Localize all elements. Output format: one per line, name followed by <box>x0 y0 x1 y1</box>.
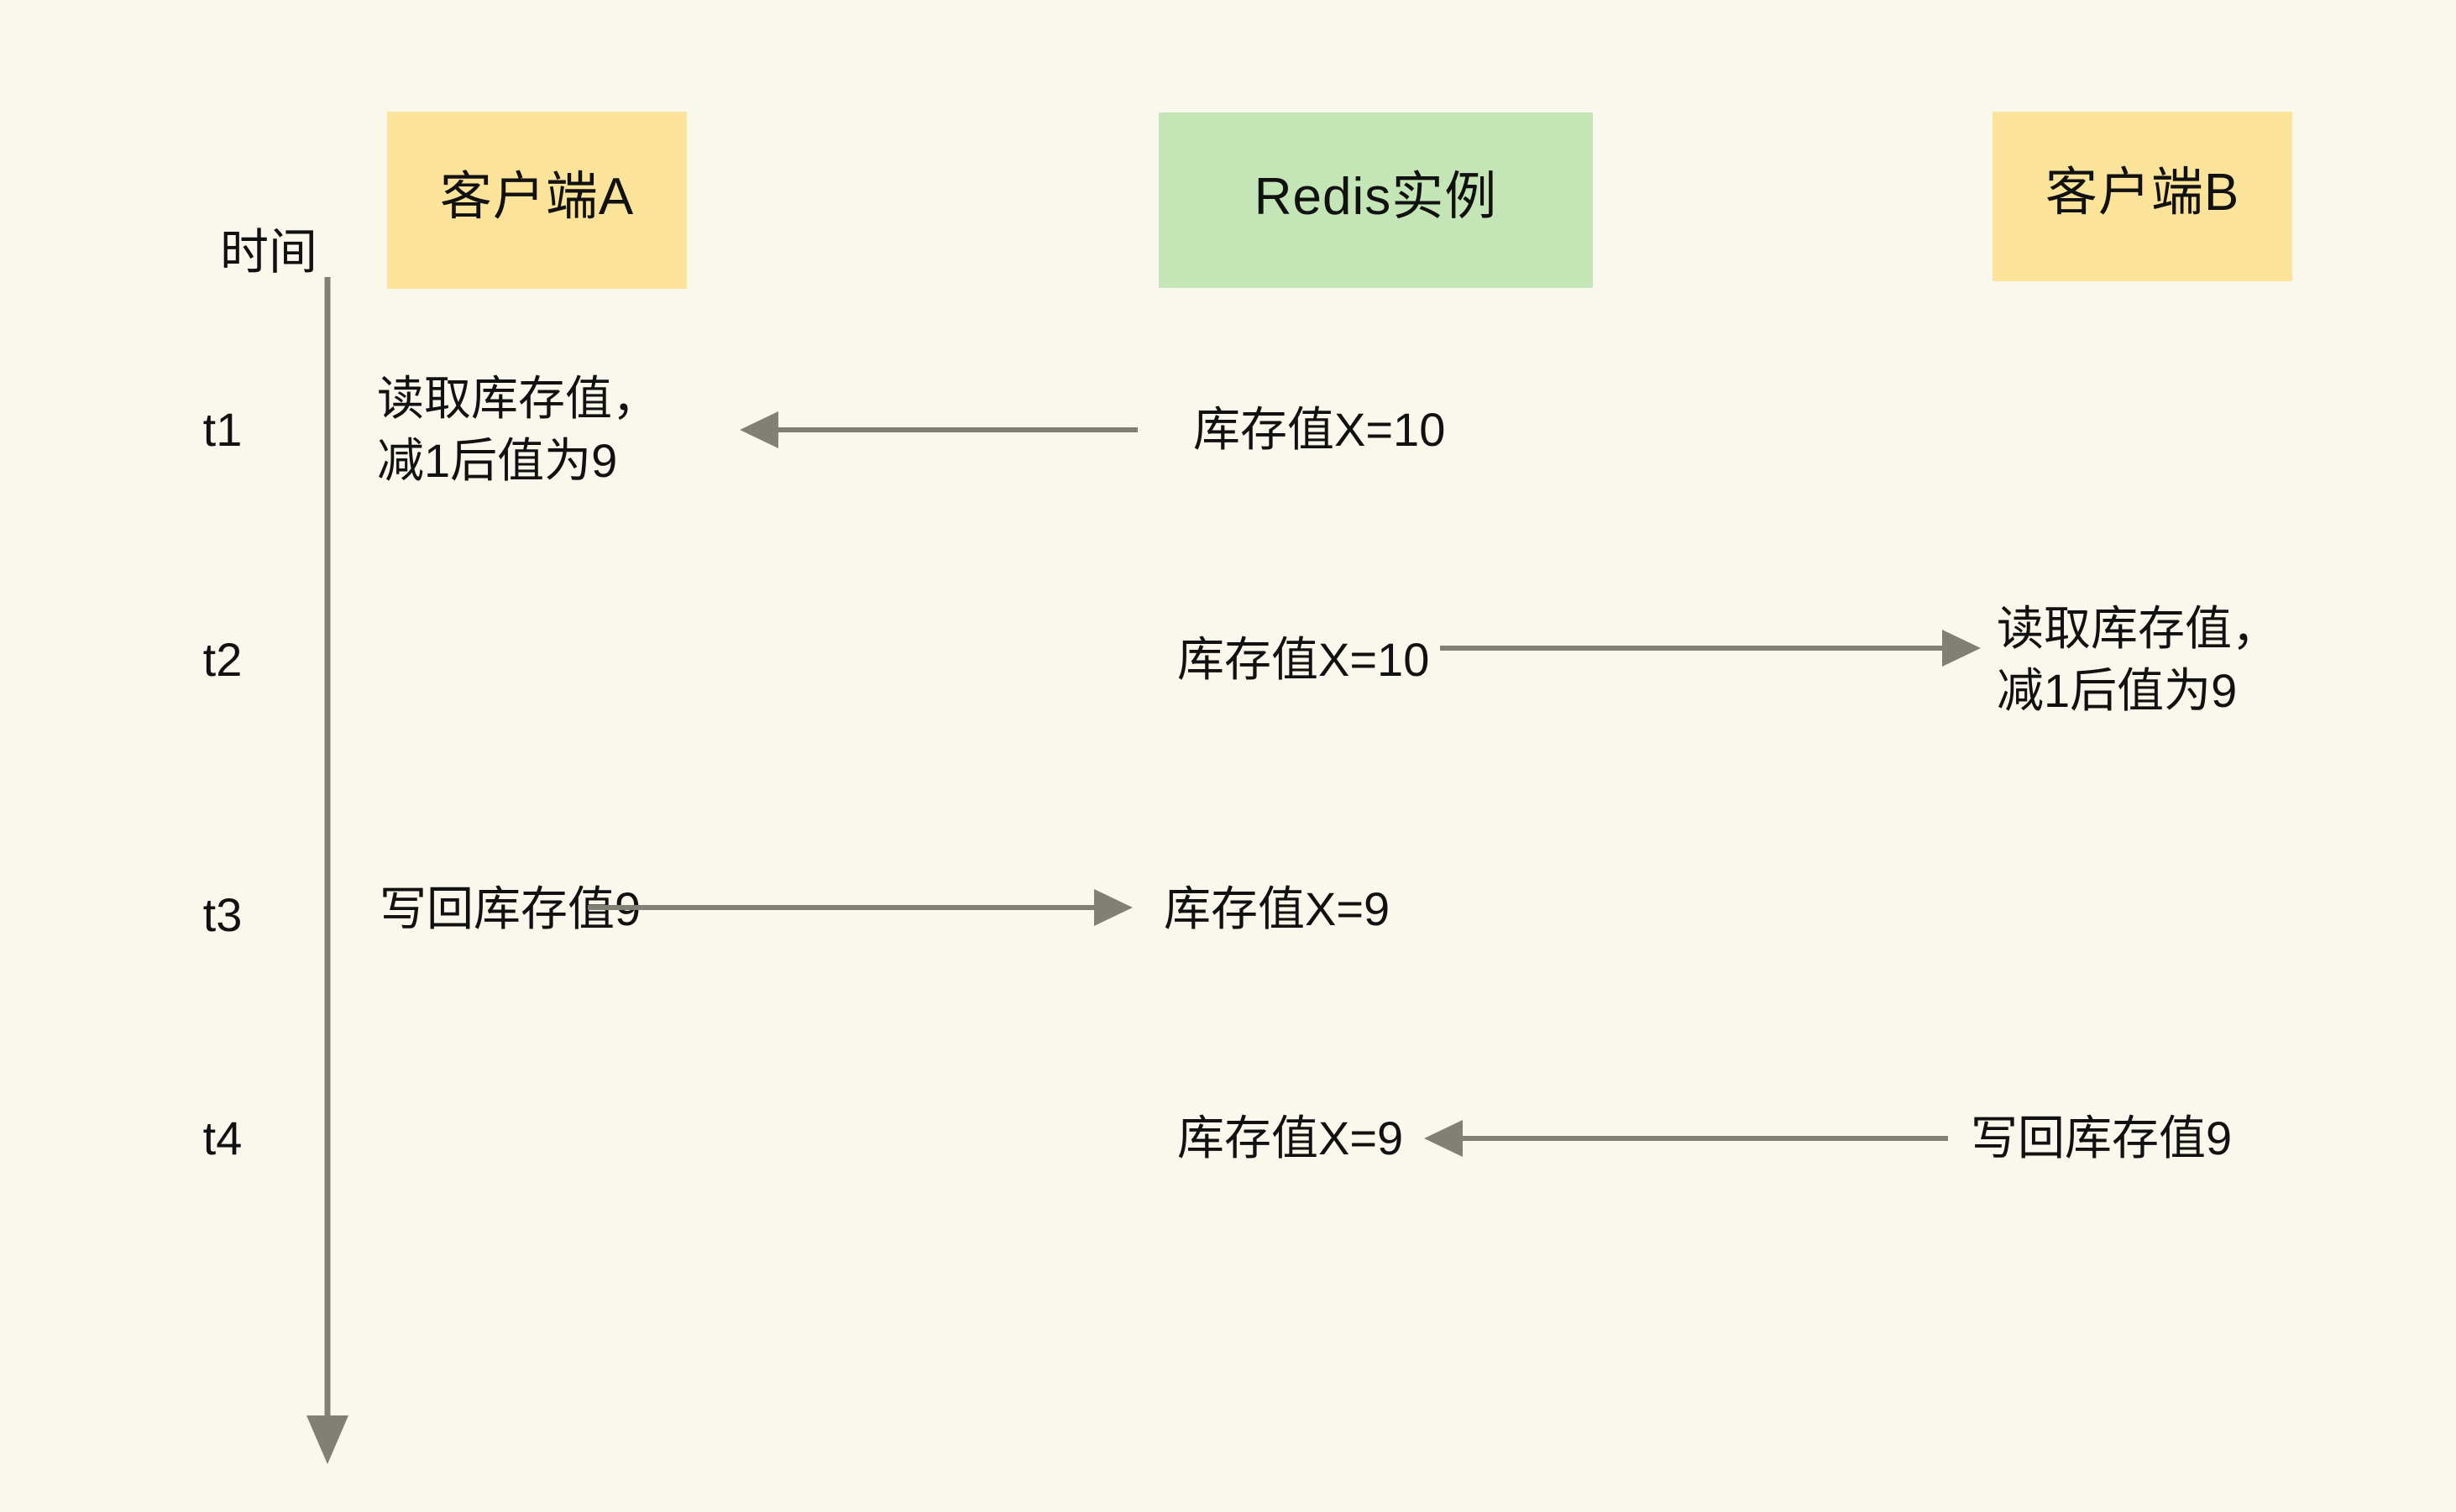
tick-label-t3: t3 <box>202 888 243 941</box>
arrow-redis-to-client-b-t2 <box>1440 630 1981 667</box>
lane-header-client-b: 客户端B <box>1993 112 2292 281</box>
lane-header-client-b-label: 客户端B <box>2045 164 2240 222</box>
lane-header-redis: Redis实例 <box>1159 112 1593 288</box>
time-axis-arrow-icon <box>306 277 348 1464</box>
tick-label-t2: t2 <box>202 633 243 686</box>
message-t1-client-a: 读取库存值， 减1后值为9 <box>377 372 659 487</box>
lane-header-client-a-label: 客户端A <box>439 167 635 226</box>
arrow-client-a-to-redis-t3 <box>588 889 1133 926</box>
message-t2-redis: 库存值X=10 <box>1177 633 1430 687</box>
time-axis-label: 时间 <box>220 225 318 280</box>
message-t4-client-b: 写回库存值9 <box>1971 1112 2233 1165</box>
arrow-redis-to-client-a-t1 <box>740 411 1138 448</box>
tick-label-t4: t4 <box>202 1112 243 1164</box>
arrow-client-b-to-redis-t4 <box>1424 1120 1948 1157</box>
message-t1-redis: 库存值X=10 <box>1193 403 1446 457</box>
message-t2-client-b: 读取库存值， 减1后值为9 <box>1997 602 2279 717</box>
lane-header-redis-label: Redis实例 <box>1254 167 1498 226</box>
tick-label-t1: t1 <box>202 403 243 456</box>
message-t3-redis: 库存值X=9 <box>1164 882 1390 936</box>
message-t4-redis: 库存值X=9 <box>1177 1112 1404 1165</box>
lane-header-client-a: 客户端A <box>387 112 687 289</box>
